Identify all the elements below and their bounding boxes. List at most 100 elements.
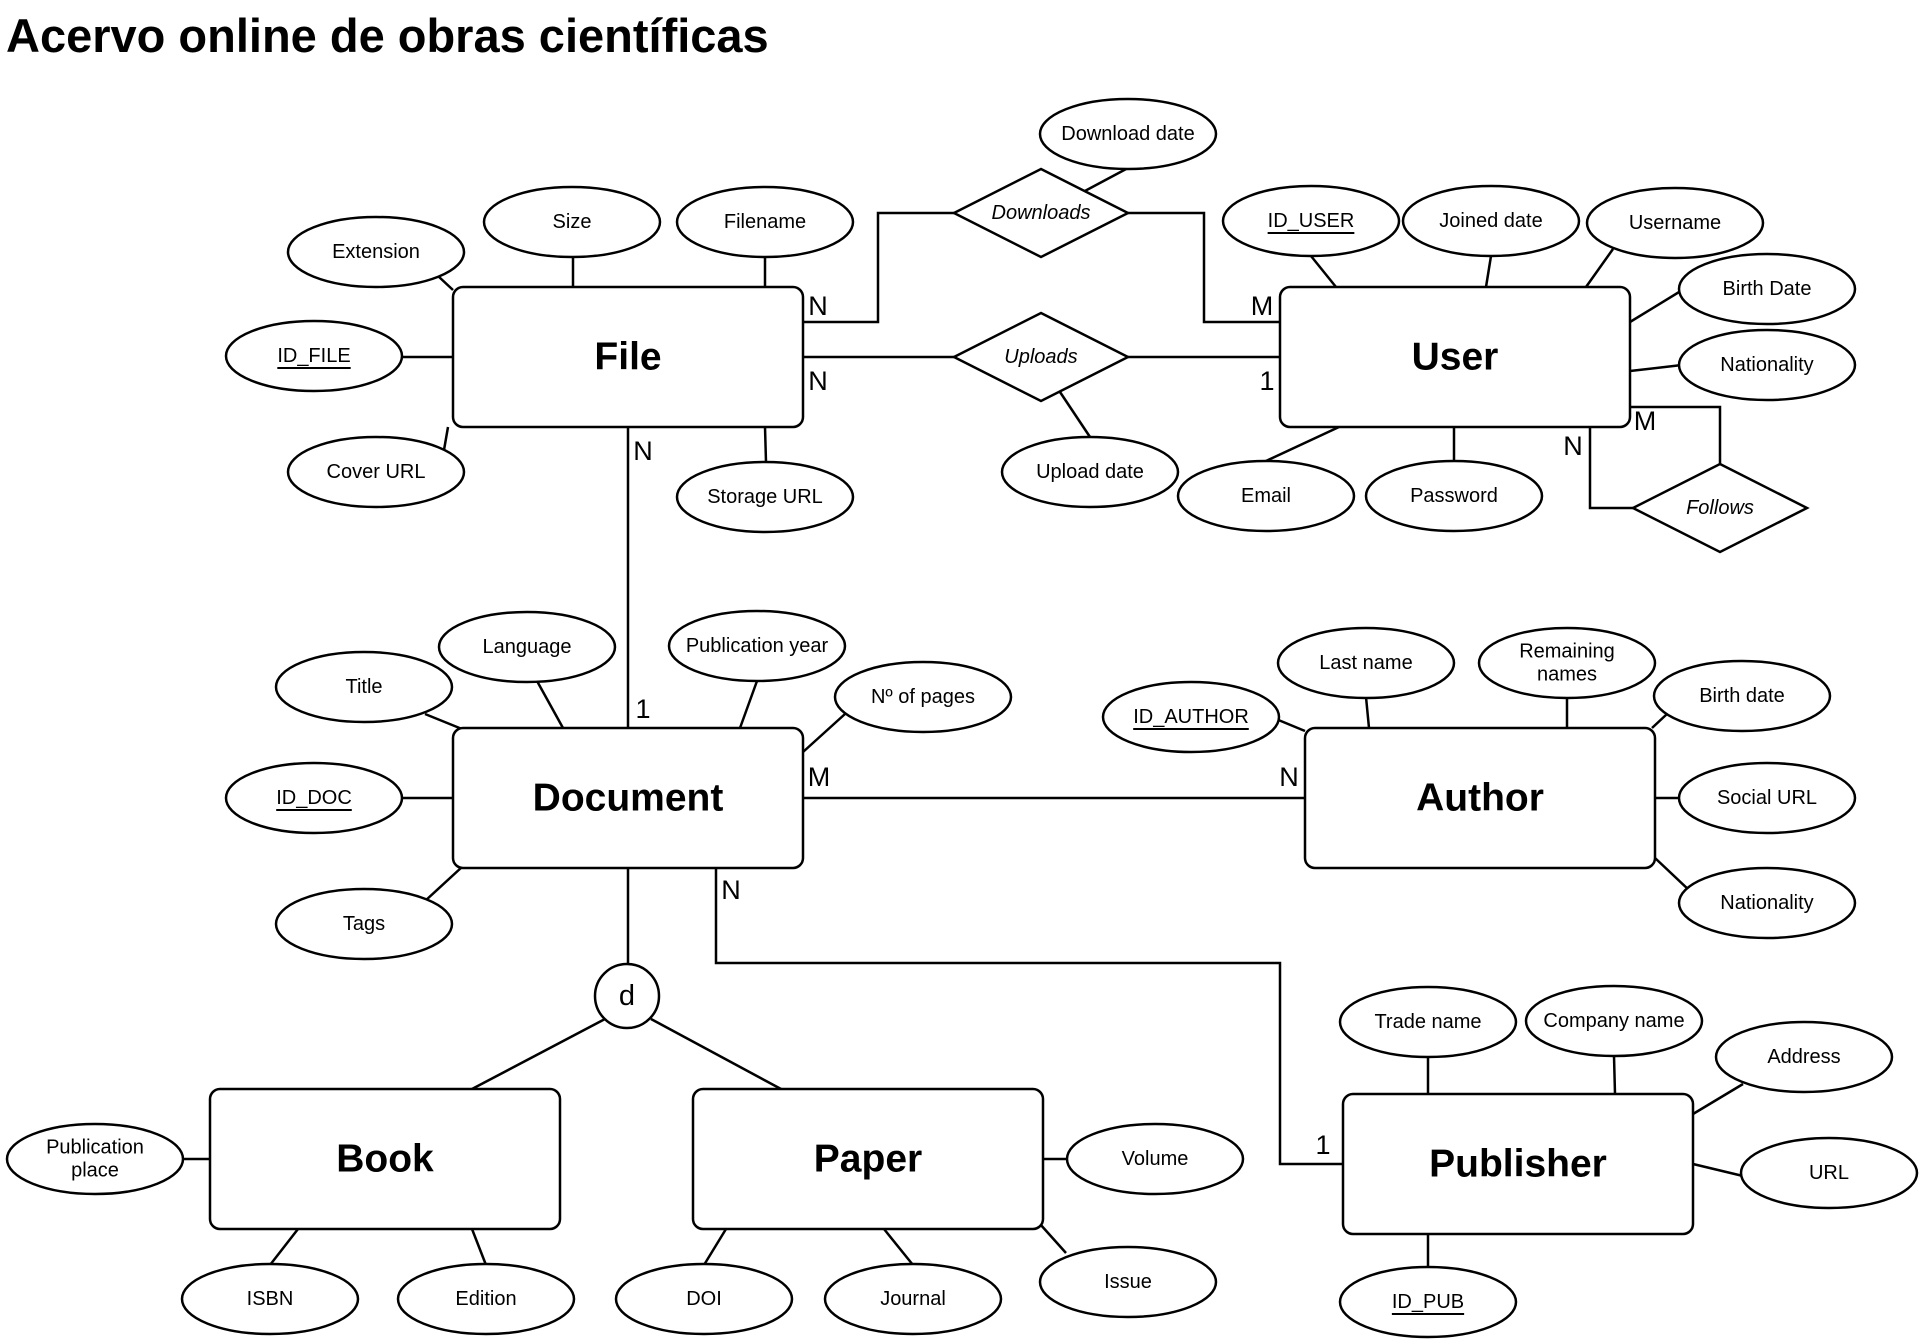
attribute-isbn: ISBN	[180, 1262, 360, 1336]
cardinality-document-publisher: N	[721, 875, 741, 905]
specialization-label: d	[619, 980, 635, 1012]
attribute-connector	[702, 1228, 728, 1266]
attribute-label: Birth date	[1699, 685, 1785, 707]
attribute-label: Upload date	[1036, 461, 1144, 483]
attribute-size: Size	[482, 185, 662, 259]
attribute-connector	[442, 426, 450, 451]
attribute-label: Social URL	[1717, 787, 1817, 809]
attribute-label: Volume	[1122, 1148, 1189, 1170]
attribute-download-date: Download date	[1038, 97, 1218, 171]
relationship-label: Uploads	[1004, 346, 1077, 368]
attribute-connector	[1275, 717, 1306, 733]
attribute-connector	[763, 426, 768, 463]
attribute-label: Trade name	[1374, 1011, 1481, 1033]
attribute-connector	[1082, 166, 1129, 194]
attribute-connector	[1654, 857, 1691, 892]
relationship-follows: Follows	[1630, 462, 1810, 554]
attribute-journal: Journal	[823, 1262, 1003, 1336]
attribute-label: Birth Date	[1723, 278, 1812, 300]
entity-label: Book	[336, 1138, 434, 1181]
attribute-label: ID_FILE	[277, 345, 350, 367]
cardinality-publisher-document: 1	[1315, 1130, 1330, 1160]
attribute-connector	[1484, 255, 1493, 288]
attribute-label: DOI	[686, 1288, 722, 1310]
relationship-connector	[1630, 405, 1722, 464]
attribute-title: Title	[274, 650, 454, 724]
cardinality-user-follows-m: M	[1634, 406, 1657, 436]
attribute-connector	[424, 712, 463, 731]
attribute-label: URL	[1809, 1162, 1849, 1184]
relationship-connector	[803, 211, 954, 324]
attribute-issue: Issue	[1038, 1245, 1218, 1319]
attribute-connector	[1058, 391, 1092, 438]
attribute-label: Username	[1629, 212, 1721, 234]
entity-author: Author	[1303, 726, 1657, 870]
attribute-label: Last name	[1319, 652, 1412, 674]
entity-label: User	[1412, 336, 1499, 379]
attribute-company-name: Company name	[1524, 984, 1704, 1058]
attribute-connector	[1612, 1055, 1617, 1095]
entity-file: File	[451, 285, 805, 429]
attribute-id-doc: ID_DOC	[224, 761, 404, 835]
entity-label: Author	[1416, 777, 1544, 820]
attribute-cover-url: Cover URL	[286, 435, 466, 509]
cardinality-file-document: N	[633, 436, 653, 466]
attribute-email: Email	[1176, 459, 1356, 533]
attribute-label: names	[1537, 664, 1597, 686]
attribute-social-url: Social URL	[1677, 761, 1857, 835]
attribute-connector	[883, 1228, 914, 1266]
relationship-connector	[1128, 211, 1280, 324]
attribute-label: Language	[483, 636, 572, 658]
attribute-connector	[1629, 363, 1683, 373]
attribute-connector	[1692, 1082, 1744, 1116]
attribute-edition: Edition	[396, 1262, 576, 1336]
attribute-connector	[1584, 248, 1615, 288]
attribute-label: Address	[1767, 1046, 1840, 1068]
cardinality-document-file: 1	[635, 694, 650, 724]
attribute-label: Nº of pages	[871, 686, 975, 708]
attribute-label: Title	[345, 676, 382, 698]
attribute-language: Language	[437, 610, 617, 684]
relationship-label: Follows	[1686, 497, 1754, 519]
attribute-upload-date: Upload date	[1000, 435, 1180, 509]
attribute-label: Edition	[455, 1288, 516, 1310]
attribute-connector	[424, 866, 463, 902]
attribute-storage-url: Storage URL	[675, 460, 855, 534]
relationship-downloads: Downloads	[951, 167, 1131, 259]
attribute-connector	[470, 1228, 488, 1266]
attribute-label: ID_DOC	[276, 787, 352, 809]
attribute-label: Company name	[1543, 1010, 1684, 1032]
attribute-label: place	[71, 1160, 119, 1182]
attribute-label: Cover URL	[327, 461, 426, 483]
entity-label: Paper	[814, 1138, 922, 1181]
attribute-last-name: Last name	[1276, 626, 1456, 700]
attribute-label: Publication year	[686, 635, 829, 657]
attribute-label: Download date	[1061, 123, 1194, 145]
attribute-connector	[1651, 713, 1668, 729]
cardinality-user-follows-n: N	[1563, 431, 1583, 461]
attribute-user-nationality: Nationality	[1677, 328, 1857, 402]
attribute-filename: Filename	[675, 185, 855, 259]
attribute-label: ID_AUTHOR	[1133, 706, 1249, 728]
relationship-connector	[714, 868, 1343, 1166]
attribute-volume: Volume	[1065, 1122, 1245, 1196]
attribute-label: Size	[553, 211, 592, 233]
attribute-label: ISBN	[247, 1288, 294, 1310]
attribute-doi: DOI	[614, 1262, 794, 1336]
attribute-connector	[1364, 696, 1371, 729]
attribute-publication-year: Publication year	[667, 609, 847, 683]
entity-book: Book	[208, 1087, 562, 1231]
attribute-connector	[1265, 425, 1340, 463]
attribute-label: Joined date	[1439, 210, 1542, 232]
attribute-id-file: ID_FILE	[224, 319, 404, 393]
attribute-connector	[802, 713, 846, 753]
attribute-author-birth-date: Birth date	[1652, 659, 1832, 733]
attribute-label: Email	[1241, 485, 1291, 507]
entity-user: User	[1278, 285, 1632, 429]
cardinality-file-downloads: N	[808, 291, 828, 321]
attribute-connector	[1629, 287, 1685, 324]
attribute-connector	[1692, 1162, 1744, 1178]
attribute-connector	[1039, 1223, 1067, 1254]
